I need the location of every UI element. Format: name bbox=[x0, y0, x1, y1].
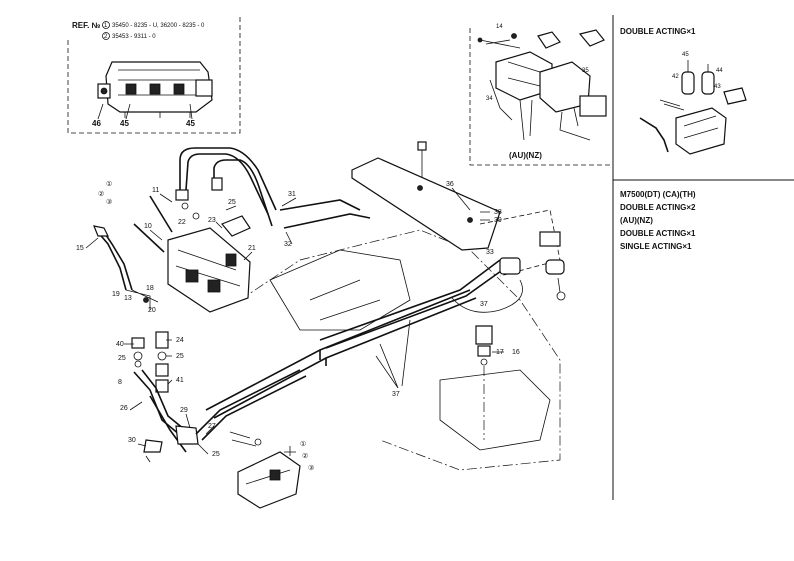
callout-c1: ① bbox=[106, 180, 112, 188]
callout-39: 39 bbox=[494, 217, 502, 224]
callout-36: 36 bbox=[446, 181, 454, 188]
callout-25c: 25 bbox=[176, 353, 184, 360]
side-callout-45: 45 bbox=[682, 52, 689, 58]
callout-lv2: ② bbox=[302, 452, 308, 460]
callout-37b: 37 bbox=[392, 391, 400, 398]
callout-22: 22 bbox=[178, 219, 186, 226]
callout-19: 19 bbox=[112, 291, 120, 298]
callout-lv1: ① bbox=[300, 440, 306, 448]
callout-18: 18 bbox=[146, 285, 154, 292]
mounting-plate bbox=[351, 141, 501, 251]
callout-8: 8 bbox=[118, 379, 122, 386]
tractor-body-outline bbox=[239, 229, 561, 471]
inset-small-14: 14 bbox=[496, 24, 503, 30]
callout-38: 38 bbox=[494, 209, 502, 216]
side-callout-42: 42 bbox=[672, 74, 679, 80]
ref-inset: REF. № 1 35450 - 8235 - U, 36200 - 8235 … bbox=[67, 15, 241, 134]
side-line-5: SINGLE ACTING×1 bbox=[620, 242, 692, 251]
inset-callout-45a: 45 bbox=[120, 119, 129, 128]
rigid-pipes-37 bbox=[205, 259, 509, 419]
inset-callout-45b: 45 bbox=[186, 119, 195, 128]
callout-lv3: ③ bbox=[308, 464, 314, 472]
callout-16: 16 bbox=[512, 349, 520, 356]
callout-25b: 25 bbox=[118, 355, 126, 362]
callout-15: 15 bbox=[76, 245, 84, 252]
callout-31: 31 bbox=[288, 191, 296, 198]
side-panel-top: DOUBLE ACTING×1 45 42 44 43 bbox=[620, 27, 747, 155]
callouts: ① ② ③ 11 10 23 25 22 21 15 19 13 20 18 3… bbox=[76, 180, 520, 472]
ref-line1: 35450 - 8235 - U, 36200 - 8235 - 0 bbox=[112, 23, 205, 29]
side-line-3: (AU)(NZ) bbox=[620, 216, 653, 225]
right-fitting bbox=[475, 325, 493, 440]
callout-37a: 37 bbox=[480, 301, 488, 308]
callout-29: 29 bbox=[180, 407, 188, 414]
callout-c3: ③ bbox=[106, 198, 112, 206]
au-nz-inset: 14 35 34 (AU)(NZ) bbox=[469, 24, 612, 166]
inset-valve-bank bbox=[97, 61, 213, 118]
callout-24: 24 bbox=[176, 337, 184, 344]
side-line-1: M7500(DT) (CA)(TH) bbox=[620, 190, 696, 199]
ref-line1-num: 1 bbox=[104, 23, 108, 29]
right-couplers bbox=[451, 209, 566, 313]
variant-label-au-nz: (AU)(NZ) bbox=[509, 151, 542, 160]
lower-pipes bbox=[195, 369, 307, 447]
callout-13: 13 bbox=[124, 295, 132, 302]
side-line-4: DOUBLE ACTING×1 bbox=[620, 229, 696, 238]
ref-prefix: REF. № bbox=[72, 21, 101, 30]
callout-32: 32 bbox=[284, 241, 292, 248]
control-valve-main bbox=[167, 215, 251, 313]
callout-20: 20 bbox=[148, 307, 156, 314]
side-callout-43: 43 bbox=[714, 84, 721, 90]
callout-11: 11 bbox=[152, 187, 159, 194]
callout-c2: ② bbox=[98, 190, 104, 198]
side-panel-bottom: M7500(DT) (CA)(TH) DOUBLE ACTING×2 (AU)(… bbox=[620, 190, 696, 251]
callout-25d: 25 bbox=[212, 451, 220, 458]
bolts bbox=[133, 195, 200, 253]
side-callout-44: 44 bbox=[716, 68, 723, 74]
lower-valve bbox=[237, 446, 301, 509]
side-top-title: DOUBLE ACTING×1 bbox=[620, 27, 696, 36]
callout-25a: 25 bbox=[228, 199, 236, 206]
ref-line2: 35453 - 9311 - 0 bbox=[112, 34, 156, 40]
callout-33: 33 bbox=[486, 249, 494, 256]
callout-10: 10 bbox=[144, 223, 152, 230]
callout-21: 21 bbox=[248, 245, 256, 252]
control-lever bbox=[93, 225, 159, 310]
callout-17: 17 bbox=[496, 349, 504, 356]
leader-lines bbox=[85, 187, 504, 455]
callout-30: 30 bbox=[128, 437, 136, 444]
inset-callout-46: 46 bbox=[92, 119, 101, 128]
inset-small-35: 35 bbox=[582, 68, 589, 74]
callout-41: 41 bbox=[176, 377, 184, 384]
hose-lines-upper bbox=[175, 147, 371, 229]
callout-26: 26 bbox=[120, 405, 128, 412]
inset-small-34: 34 bbox=[486, 96, 493, 102]
callout-40: 40 bbox=[116, 341, 124, 348]
callout-27: 27 bbox=[208, 423, 216, 430]
lower-left-fittings bbox=[131, 331, 199, 463]
ref-line2-num: 2 bbox=[104, 34, 108, 40]
side-line-2: DOUBLE ACTING×2 bbox=[620, 203, 696, 212]
callout-23: 23 bbox=[208, 217, 216, 224]
